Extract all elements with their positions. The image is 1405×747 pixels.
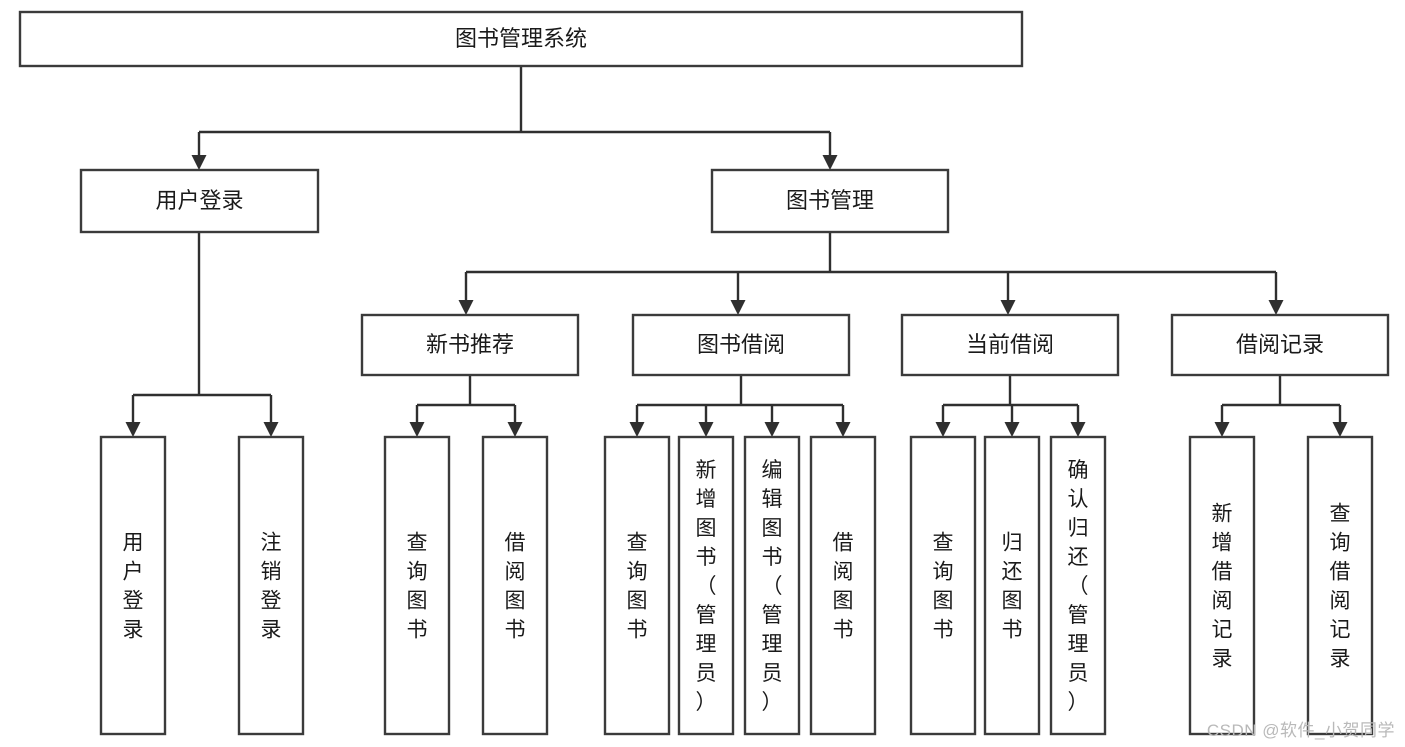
node-new-book-recommend[interactable]: 新书推荐 [360, 313, 580, 377]
node-leaf-edit-book-admin[interactable]: 编辑图书（管理员） [743, 435, 801, 736]
node-box-book-manage[interactable] [710, 168, 950, 234]
node-box-new-book-recommend[interactable] [360, 313, 580, 377]
arrow-head-icon [263, 422, 279, 437]
node-label-book-borrow: 图书借阅 [697, 332, 785, 357]
node-label-leaf-query-borrow-record: 查询借阅记录 [1330, 503, 1351, 671]
node-label-leaf-return-book: 归还图书 [1002, 532, 1023, 642]
node-box-user-login[interactable] [79, 168, 320, 234]
node-label-user-login: 用户登录 [155, 188, 243, 213]
node-label-root: 图书管理系统 [455, 26, 587, 51]
node-current-borrow[interactable]: 当前借阅 [900, 313, 1120, 377]
arrow-head-icon [409, 422, 425, 437]
arrow-head-icon [1070, 422, 1086, 437]
node-label-current-borrow: 当前借阅 [966, 332, 1054, 357]
node-leaf-confirm-return-admin[interactable]: 确认归还（管理员） [1049, 435, 1107, 736]
node-box-leaf-query-borrow-record[interactable] [1306, 435, 1374, 736]
node-box-leaf-confirm-return-admin[interactable] [1049, 435, 1107, 736]
arrow-head-icon [1268, 300, 1284, 315]
node-box-leaf-add-book-admin[interactable] [677, 435, 735, 736]
node-box-leaf-user-login[interactable] [99, 435, 167, 736]
connector-group-user-login-to-leaves [125, 232, 279, 437]
arrow-head-icon [1214, 422, 1230, 437]
connector-group-root-to-level2 [191, 66, 838, 170]
node-label-leaf-borrow-book: 借阅图书 [833, 532, 854, 642]
arrow-head-icon [764, 422, 780, 437]
node-leaf-query-book-rec[interactable]: 查询图书 [383, 435, 451, 736]
node-box-leaf-query-book-rec[interactable] [383, 435, 451, 736]
arrow-head-icon [698, 422, 714, 437]
node-box-leaf-edit-book-admin[interactable] [743, 435, 801, 736]
node-label-borrow-record: 借阅记录 [1236, 332, 1324, 357]
node-label-leaf-query-book-borrow: 查询图书 [627, 532, 648, 642]
arrow-head-icon [458, 300, 474, 315]
arrow-head-icon [1332, 422, 1348, 437]
node-box-root[interactable] [18, 10, 1024, 68]
node-user-login[interactable]: 用户登录 [79, 168, 320, 234]
node-leaf-logout[interactable]: 注销登录 [237, 435, 305, 736]
node-box-leaf-borrow-book[interactable] [809, 435, 877, 736]
node-label-leaf-user-login: 用户登录 [123, 532, 144, 642]
node-borrow-record[interactable]: 借阅记录 [1170, 313, 1390, 377]
connector-group-current-to-leaves [935, 375, 1086, 437]
node-box-borrow-record[interactable] [1170, 313, 1390, 377]
node-leaf-query-book-borrow[interactable]: 查询图书 [603, 435, 671, 736]
nodes-layer: 图书管理系统用户登录图书管理新书推荐图书借阅当前借阅借阅记录用户登录注销登录查询… [18, 10, 1390, 736]
arrow-head-icon [730, 300, 746, 315]
arrow-head-icon [125, 422, 141, 437]
connector-group-rec-to-leaves [409, 375, 523, 437]
node-box-current-borrow[interactable] [900, 313, 1120, 377]
node-book-manage[interactable]: 图书管理 [710, 168, 950, 234]
node-label-new-book-recommend: 新书推荐 [426, 332, 514, 357]
connector-group-borrow-to-leaves [629, 375, 851, 437]
node-leaf-return-book[interactable]: 归还图书 [983, 435, 1041, 736]
node-label-leaf-confirm-return-admin: 确认归还（管理员） [1068, 459, 1089, 714]
node-leaf-user-login[interactable]: 用户登录 [99, 435, 167, 736]
node-label-leaf-edit-book-admin: 编辑图书（管理员） [762, 459, 783, 714]
node-box-leaf-add-borrow-record[interactable] [1188, 435, 1256, 736]
node-leaf-query-book-cur[interactable]: 查询图书 [909, 435, 977, 736]
node-label-leaf-add-book-admin: 新增图书（管理员） [696, 459, 717, 714]
node-leaf-borrow-book[interactable]: 借阅图书 [809, 435, 877, 736]
node-box-leaf-borrow-book-rec[interactable] [481, 435, 549, 736]
node-box-leaf-query-book-cur[interactable] [909, 435, 977, 736]
connectors-layer [125, 66, 1348, 437]
arrow-head-icon [507, 422, 523, 437]
node-leaf-add-borrow-record[interactable]: 新增借阅记录 [1188, 435, 1256, 736]
node-leaf-borrow-book-rec[interactable]: 借阅图书 [481, 435, 549, 736]
node-box-leaf-logout[interactable] [237, 435, 305, 736]
arrow-head-icon [629, 422, 645, 437]
node-label-leaf-logout: 注销登录 [261, 532, 282, 642]
node-book-borrow[interactable]: 图书借阅 [631, 313, 851, 377]
arrow-head-icon [1004, 422, 1020, 437]
node-label-leaf-borrow-book-rec: 借阅图书 [505, 532, 526, 642]
arrow-head-icon [835, 422, 851, 437]
watermark-label: CSDN @软件_小贺同学 [1206, 721, 1395, 740]
node-label-leaf-add-borrow-record: 新增借阅记录 [1212, 503, 1233, 671]
node-box-book-borrow[interactable] [631, 313, 851, 377]
connector-group-record-to-leaves [1214, 375, 1348, 437]
arrow-head-icon [935, 422, 951, 437]
arrow-head-icon [191, 155, 207, 170]
node-label-leaf-query-book-rec: 查询图书 [407, 532, 428, 642]
node-root[interactable]: 图书管理系统 [18, 10, 1024, 68]
arrow-head-icon [822, 155, 838, 170]
node-box-leaf-query-book-borrow[interactable] [603, 435, 671, 736]
node-label-leaf-query-book-cur: 查询图书 [933, 532, 954, 642]
node-box-leaf-return-book[interactable] [983, 435, 1041, 736]
arrow-head-icon [1000, 300, 1016, 315]
node-leaf-query-borrow-record[interactable]: 查询借阅记录 [1306, 435, 1374, 736]
connector-group-book-manage-to-level3 [458, 232, 1284, 315]
node-leaf-add-book-admin[interactable]: 新增图书（管理员） [677, 435, 735, 736]
node-label-book-manage: 图书管理 [786, 188, 874, 213]
